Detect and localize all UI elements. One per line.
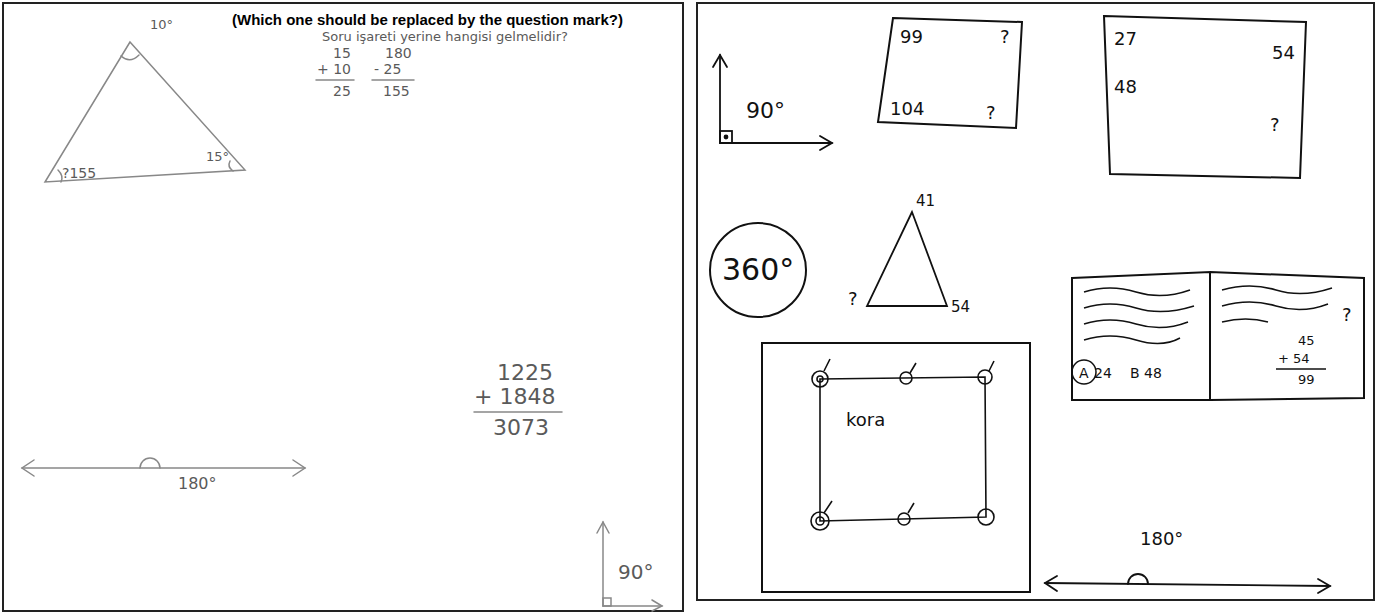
book-figure: A 24 B 48 45 + 54 99? [1070,268,1366,402]
handwritten-label: 90° [618,562,653,582]
figure-number: B [1130,366,1140,380]
square-figure: 99? 104? [876,16,1026,132]
figure-number: kora [846,411,885,429]
figure-number: ? [986,104,996,122]
circle-figure: 360° [708,220,808,320]
figure-number: ? [1000,28,1010,46]
figure-number: ? [1342,306,1352,324]
handwritten-label: 54 [951,300,970,315]
figure-number: 104 [890,100,924,118]
figure-number: 54 [1272,44,1295,62]
right-sketches [713,55,1330,593]
handwritten-label: 180° [1140,530,1183,548]
handwritten-label: 155 [383,84,410,98]
figure-number: 45 [1298,334,1315,347]
figure-number: 48 [1114,78,1137,96]
shape-outline [760,341,1032,594]
figure-number: A [1079,366,1089,380]
figure-number: 24 [1094,366,1112,380]
figure-number: 27 [1114,30,1137,48]
figure-number: 360° [722,255,794,285]
handwritten-label: 180 [385,46,412,60]
handwritten-label: 41 [916,194,935,209]
handwritten-label: 10° [150,18,173,31]
handwritten-label: 1225 [497,362,553,384]
handwritten-label: ? [848,290,858,308]
shape-outline [1070,268,1366,402]
panel-frames [3,3,1374,611]
figure-number: 99 [900,28,923,46]
board-figure: kora [760,341,1032,594]
left-sketches [22,42,662,611]
figure-number: + 54 [1278,352,1310,365]
figure-number: 99 [1298,373,1315,386]
handwritten-label: Soru işareti yerine hangisi gelmelidir? [322,30,568,43]
handwritten-label: 180° [178,476,217,492]
handwritten-label: 3073 [493,417,549,439]
handwritten-label: 15° [206,150,229,163]
handwritten-label: - 25 [374,62,401,76]
figure-number: ? [1270,116,1280,134]
handwritten-label: + 1848 [474,386,555,408]
caption-text: (Which one should be replaced by the que… [232,12,623,27]
handwritten-label: + 10 [317,62,351,76]
handwritten-label: ?155 [62,166,96,180]
handwritten-label: 25 [333,84,351,98]
handwritten-label: 15 [333,46,351,60]
handwritten-label: 90° [746,100,785,122]
rectangle-figure: 27 54 48? [1102,14,1308,180]
figure-number: 48 [1144,366,1162,380]
